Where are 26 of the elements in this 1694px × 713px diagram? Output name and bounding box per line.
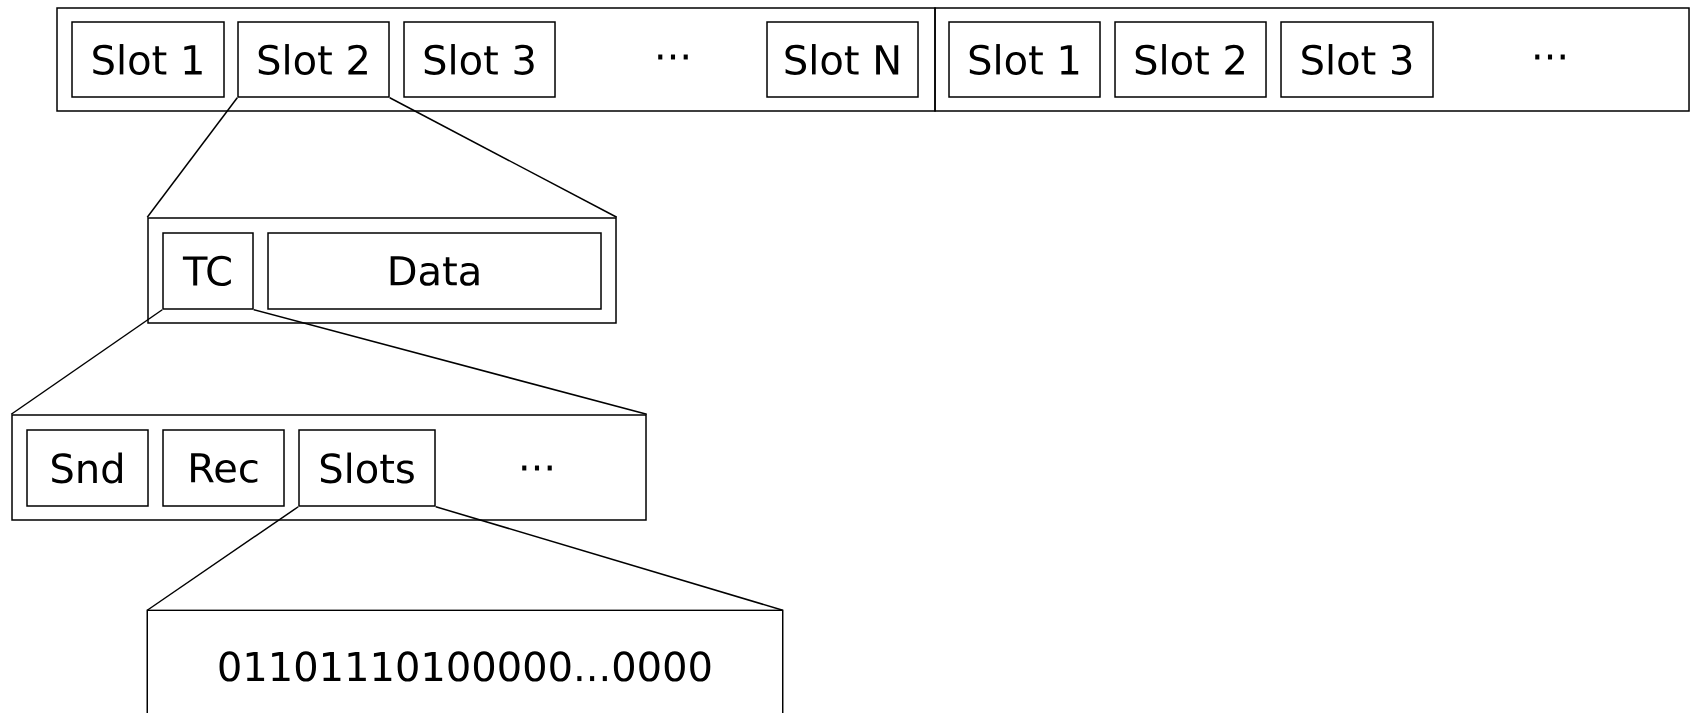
slot-box: Slot N: [766, 21, 919, 98]
ellipsis-text: ...: [1535, 54, 1565, 60]
zoom-line: [146, 97, 238, 218]
slot-box: Slot 2: [1114, 21, 1267, 98]
frame-box: [56, 7, 936, 112]
frame-box: [147, 217, 617, 324]
frame-box: [934, 7, 1690, 112]
frame-box: [11, 414, 647, 521]
slot-box: Snd: [26, 429, 149, 507]
slot-box: Slot 1: [71, 21, 225, 98]
ellipsis-text: ...: [658, 54, 688, 60]
zoom-line: [146, 506, 299, 611]
slot-box: Rec: [162, 429, 285, 507]
slot-box: TC: [162, 232, 254, 310]
ellipsis-text: ...: [522, 465, 552, 471]
slot-box: Slot 1: [948, 21, 1101, 98]
zoom-line: [435, 506, 784, 611]
bit-field-box: 01101110100000...0000: [146, 609, 784, 713]
slot-box: Slots: [298, 429, 436, 507]
zoom-line: [389, 97, 618, 218]
slot-box: Slot 2: [237, 21, 390, 98]
slot-box: Slot 3: [1280, 21, 1434, 98]
zoom-line: [10, 309, 163, 415]
slot-box: Slot 3: [403, 21, 556, 98]
zoom-line: [253, 309, 648, 415]
slot-box: Data: [267, 232, 602, 310]
